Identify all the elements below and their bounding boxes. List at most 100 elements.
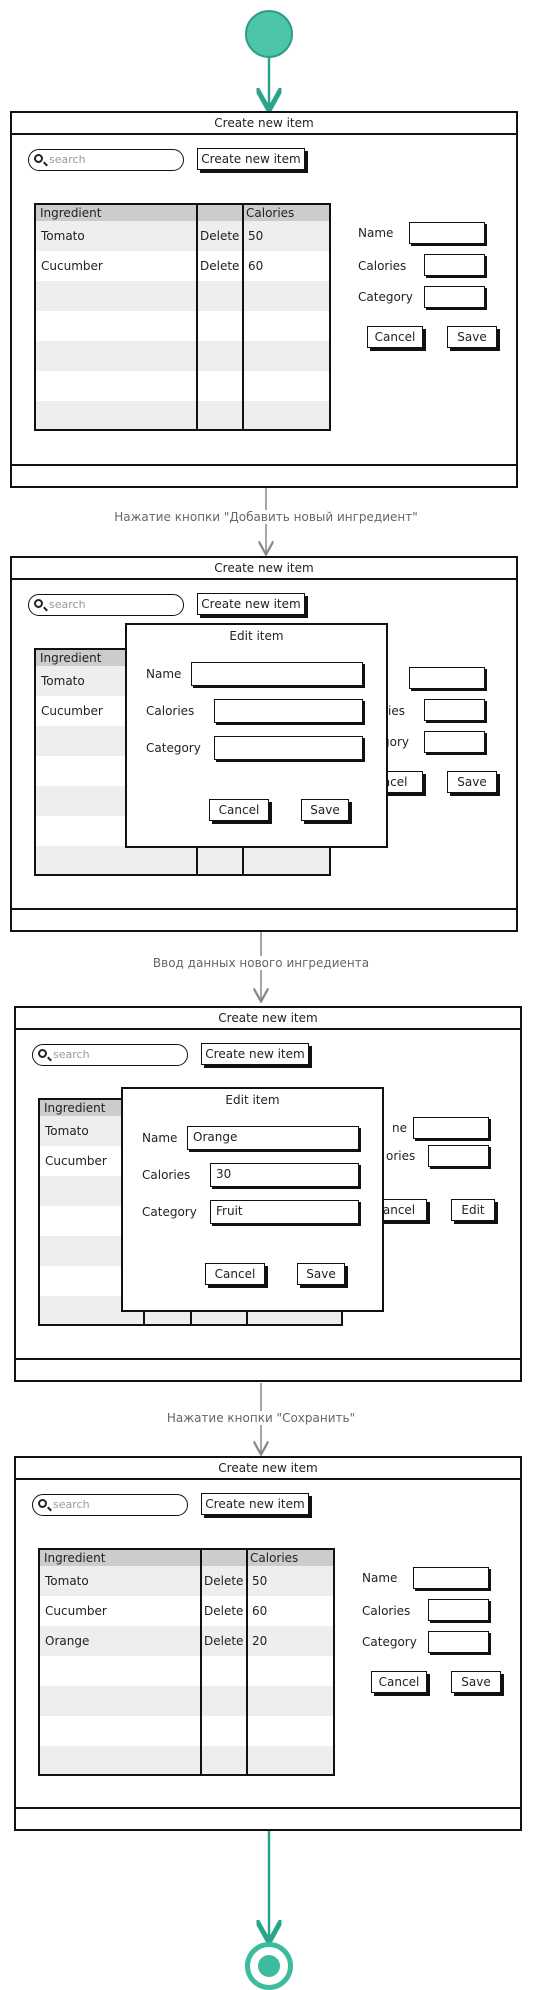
table-row: [36, 341, 329, 371]
name-label-partial: ne: [392, 1121, 407, 1135]
save-button[interactable]: Save: [447, 771, 497, 793]
calories-field[interactable]: [424, 254, 485, 276]
column-header-action: [200, 1550, 246, 1566]
window-footer: [12, 464, 516, 486]
delete-link[interactable]: Delete: [204, 1634, 244, 1648]
column-divider: [196, 205, 198, 429]
name-field[interactable]: [409, 222, 485, 244]
edit-item-dialog: Edit item Name Orange Calories 30 Catego…: [121, 1087, 384, 1312]
search-input[interactable]: search: [28, 594, 184, 616]
cell-ingredient: Cucumber: [45, 1604, 107, 1618]
table-row: [40, 1626, 333, 1656]
start-node: [245, 10, 293, 58]
dialog-name-field[interactable]: [191, 662, 363, 686]
dialog-calories-field[interactable]: [214, 699, 363, 723]
cancel-button[interactable]: Cancel: [371, 1671, 427, 1693]
calories-label: Calories: [358, 259, 407, 273]
table-row: [40, 1656, 333, 1686]
table-row: [36, 221, 329, 251]
cell-ingredient: Tomato: [45, 1574, 89, 1588]
dialog-save-button[interactable]: Save: [301, 799, 349, 821]
category-field[interactable]: [424, 731, 485, 753]
column-divider: [246, 1550, 248, 1774]
delete-link[interactable]: Delete: [204, 1574, 244, 1588]
calories-field[interactable]: [428, 1145, 489, 1167]
dialog-cancel-button[interactable]: Cancel: [205, 1263, 265, 1285]
column-divider: [200, 1550, 202, 1774]
cell-calories: 60: [252, 1604, 268, 1618]
create-new-item-button[interactable]: Create new item: [197, 593, 305, 615]
dialog-name-field[interactable]: Orange: [187, 1126, 359, 1150]
search-placeholder: search: [53, 1048, 90, 1061]
dialog-cancel-button[interactable]: Cancel: [209, 799, 269, 821]
column-header-ingredient: Ingredient: [40, 1550, 200, 1566]
calories-label: Calories: [362, 1604, 411, 1618]
dialog-category-field[interactable]: Fruit: [210, 1200, 359, 1224]
search-input[interactable]: search: [28, 149, 184, 171]
cell-ingredient: Cucumber: [41, 704, 103, 718]
name-field[interactable]: [409, 667, 485, 689]
column-divider: [242, 205, 244, 429]
screen-4: Create new item search Create new item I…: [14, 1456, 522, 1831]
transition-label-3: Нажатие кнопки "Сохранить": [164, 1411, 358, 1425]
window-title: Create new item: [16, 1008, 520, 1030]
window-footer: [16, 1358, 520, 1380]
search-icon: [34, 154, 43, 163]
ingredients-table: Ingredient Calories Tomato Delete 50 Cuc…: [34, 203, 331, 431]
transition-label-1: Нажатие кнопки "Добавить новый ингредиен…: [112, 510, 420, 524]
category-label: Category: [358, 290, 413, 304]
cell-ingredient: Tomato: [45, 1124, 89, 1138]
transition-label-2: Ввод данных нового ингредиента: [150, 956, 372, 970]
table-row: [40, 1716, 333, 1746]
create-new-item-button[interactable]: Create new item: [197, 148, 305, 170]
dialog-name-label: Name: [142, 1131, 178, 1145]
name-field[interactable]: [413, 1117, 489, 1139]
category-field[interactable]: [428, 1631, 489, 1653]
search-icon: [38, 1499, 47, 1508]
save-button[interactable]: Save: [447, 326, 497, 348]
category-label-partial: gory: [382, 735, 409, 749]
dialog-title: Edit item: [229, 629, 284, 643]
create-new-item-button[interactable]: Create new item: [201, 1493, 309, 1515]
cell-ingredient: Cucumber: [45, 1154, 107, 1168]
dialog-category-label: Category: [146, 741, 201, 755]
calories-label-partial: ories: [386, 1149, 416, 1163]
search-input[interactable]: search: [32, 1044, 188, 1066]
cancel-button[interactable]: Cancel: [367, 326, 423, 348]
search-placeholder: search: [49, 153, 86, 166]
search-input[interactable]: search: [32, 1494, 188, 1516]
calories-field[interactable]: [428, 1599, 489, 1621]
cancel-button[interactable]: ancel: [371, 1199, 427, 1221]
delete-link[interactable]: Delete: [204, 1604, 244, 1618]
delete-link[interactable]: Delete: [200, 259, 240, 273]
edit-item-dialog: Edit item Name Calories Category Cancel …: [125, 623, 388, 848]
screen-3: Create new item search Create new item I…: [14, 1006, 522, 1382]
table-row: [36, 311, 329, 341]
window-title: Create new item: [12, 113, 516, 135]
cell-ingredient: Tomato: [41, 674, 85, 688]
edit-button[interactable]: Edit: [451, 1199, 495, 1221]
category-field[interactable]: [424, 286, 485, 308]
cell-ingredient: Orange: [45, 1634, 90, 1648]
cell-calories: 50: [252, 1574, 268, 1588]
table-row: [40, 1746, 333, 1774]
dialog-category-field[interactable]: [214, 736, 363, 760]
dialog-calories-field[interactable]: 30: [210, 1163, 359, 1187]
end-node-center: [258, 1955, 280, 1977]
name-label: Name: [358, 226, 394, 240]
create-new-item-button[interactable]: Create new item: [201, 1043, 309, 1065]
dialog-calories-label: Calories: [142, 1168, 191, 1182]
dialog-save-button[interactable]: Save: [297, 1263, 345, 1285]
dialog-category-label: Category: [142, 1205, 197, 1219]
window-title: Create new item: [16, 1458, 520, 1480]
search-icon: [38, 1049, 47, 1058]
cell-ingredient: Cucumber: [41, 259, 103, 273]
window-footer: [12, 908, 516, 930]
delete-link[interactable]: Delete: [200, 229, 240, 243]
dialog-calories-label: Calories: [146, 704, 195, 718]
column-header-calories: Calories: [246, 1550, 333, 1566]
calories-field[interactable]: [424, 699, 485, 721]
save-button[interactable]: Save: [451, 1671, 501, 1693]
name-field[interactable]: [413, 1567, 489, 1589]
table-row: [40, 1686, 333, 1716]
